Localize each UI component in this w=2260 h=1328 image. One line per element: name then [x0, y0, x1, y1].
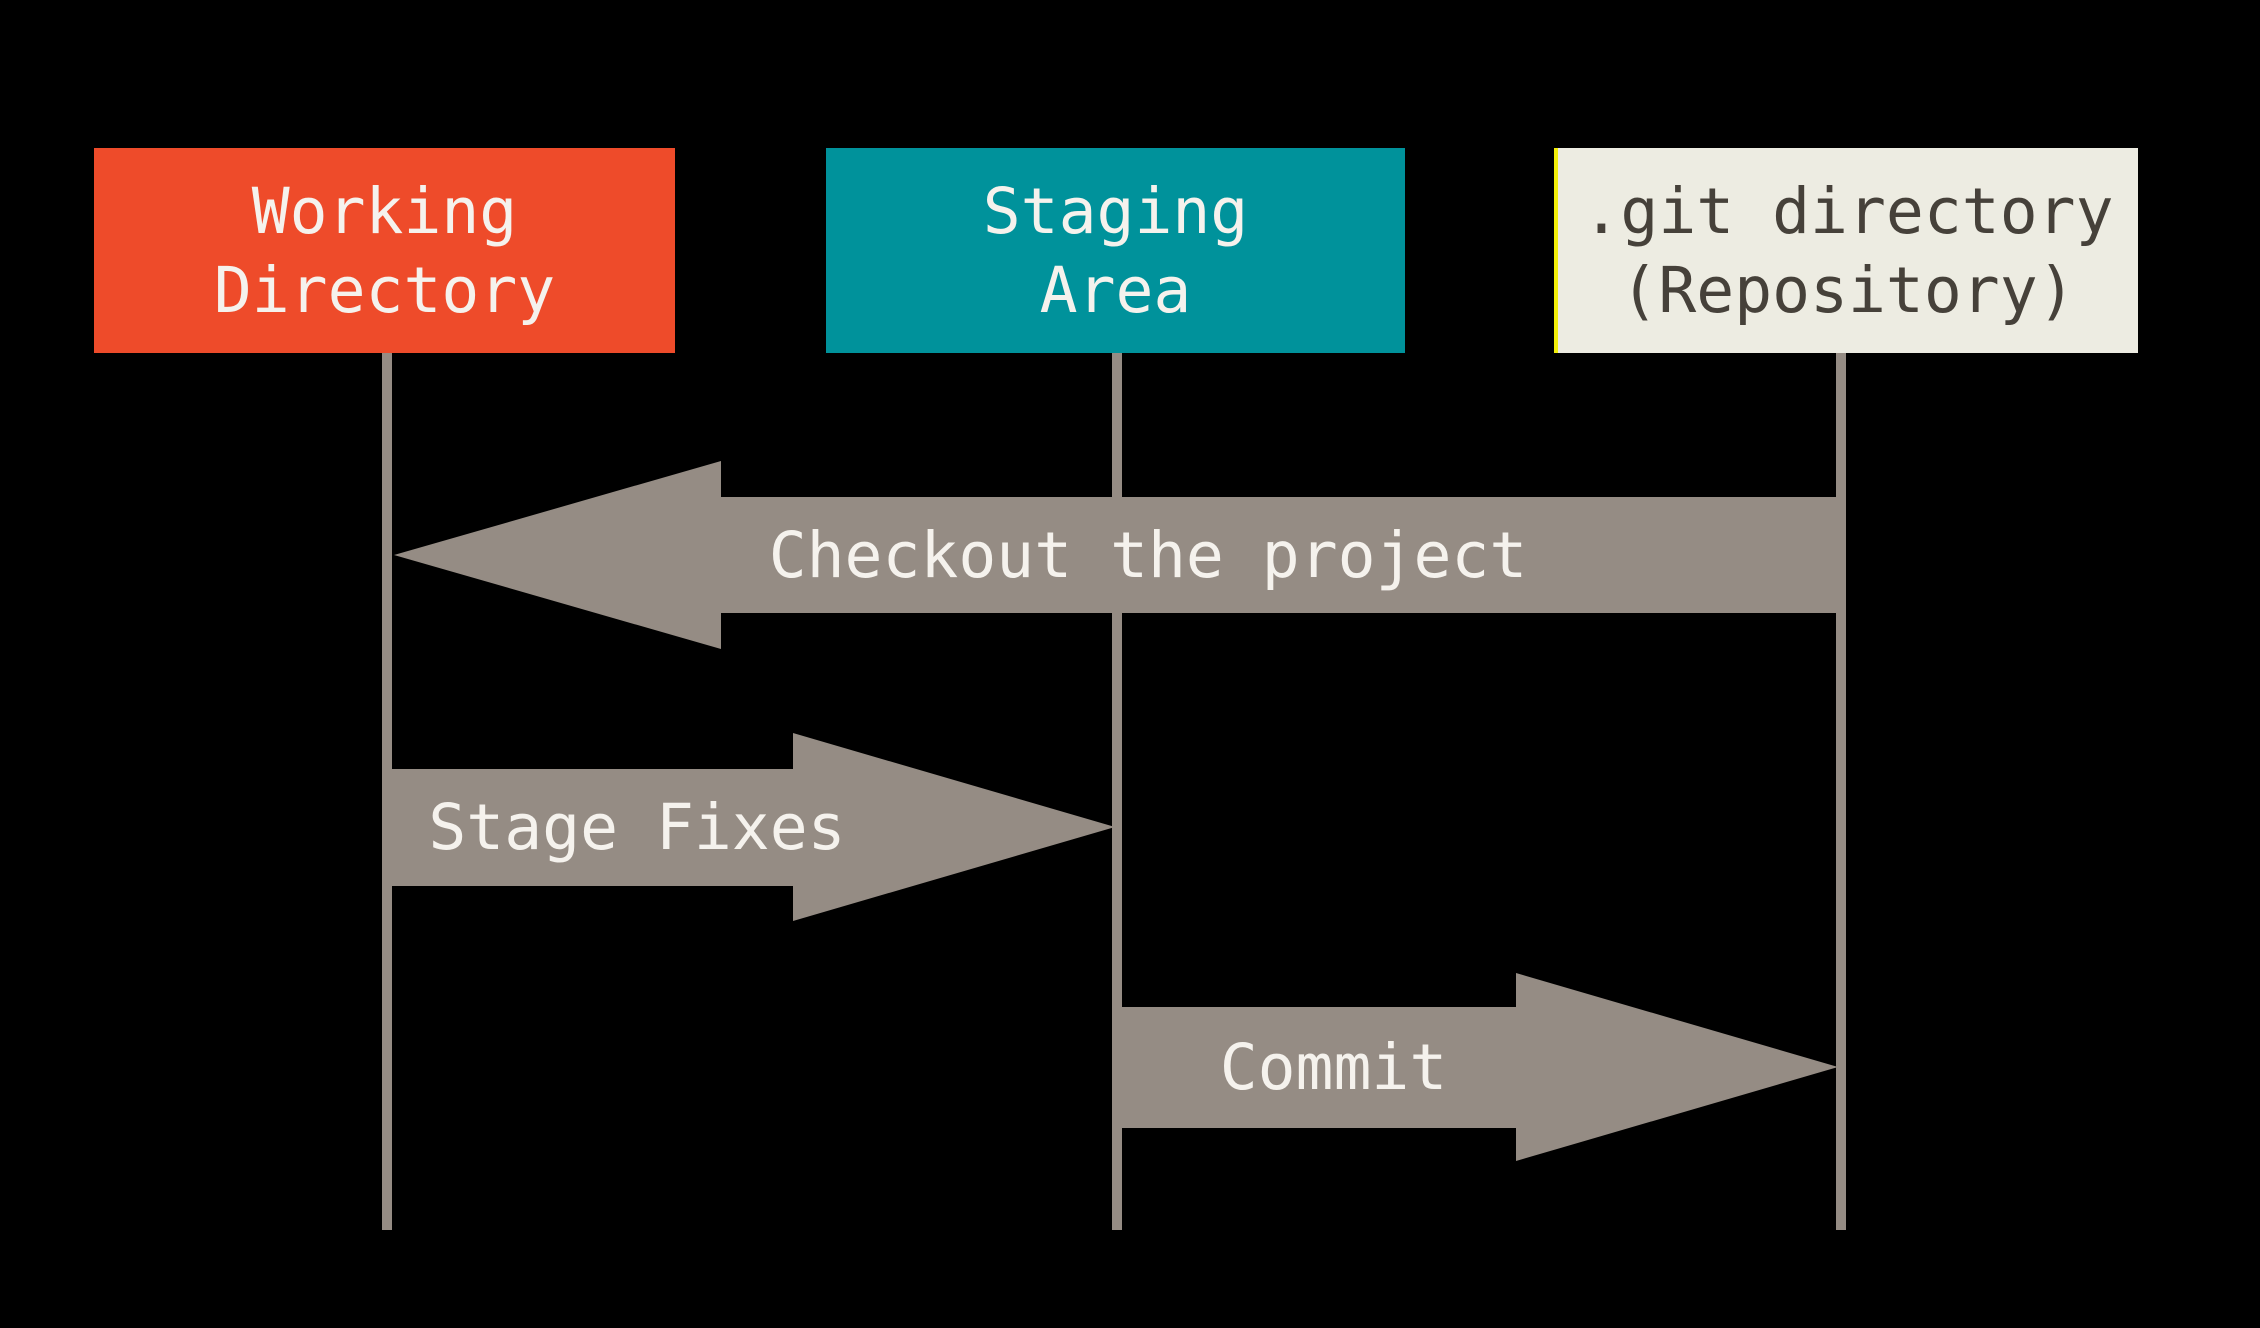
git-directory-lifeline	[1836, 353, 1846, 1230]
checkout-arrow-head-icon	[394, 461, 721, 649]
working-directory-label-line2: Directory	[213, 253, 556, 327]
commit-arrow-head-icon	[1516, 973, 1838, 1161]
stage-fixes-arrow-body	[392, 769, 793, 886]
checkout-arrow-label: Checkout the project	[768, 518, 1528, 592]
commit-arrow-label: Commit	[1219, 1031, 1448, 1104]
checkout-arrow-body	[721, 497, 1846, 613]
staging-area-box: Staging Area	[826, 148, 1405, 353]
working-directory-label-line1: Working	[251, 174, 518, 248]
staging-area-label-line1: Staging	[982, 174, 1249, 248]
commit-arrow-body	[1121, 1007, 1516, 1128]
git-directory-box: .git directory (Repository)	[1554, 148, 2138, 353]
stage-fixes-arrow-head-icon	[793, 733, 1115, 921]
stage-fixes-arrow-label: Stage Fixes	[428, 791, 846, 864]
git-directory-label-line1: .git directory	[1582, 174, 2114, 248]
staging-area-label-line2: Area	[1039, 253, 1192, 327]
working-directory-box: Working Directory	[94, 148, 675, 353]
git-directory-label-line2: (Repository)	[1620, 253, 2076, 327]
working-directory-lifeline	[382, 353, 392, 1230]
staging-area-lifeline	[1112, 353, 1122, 1230]
